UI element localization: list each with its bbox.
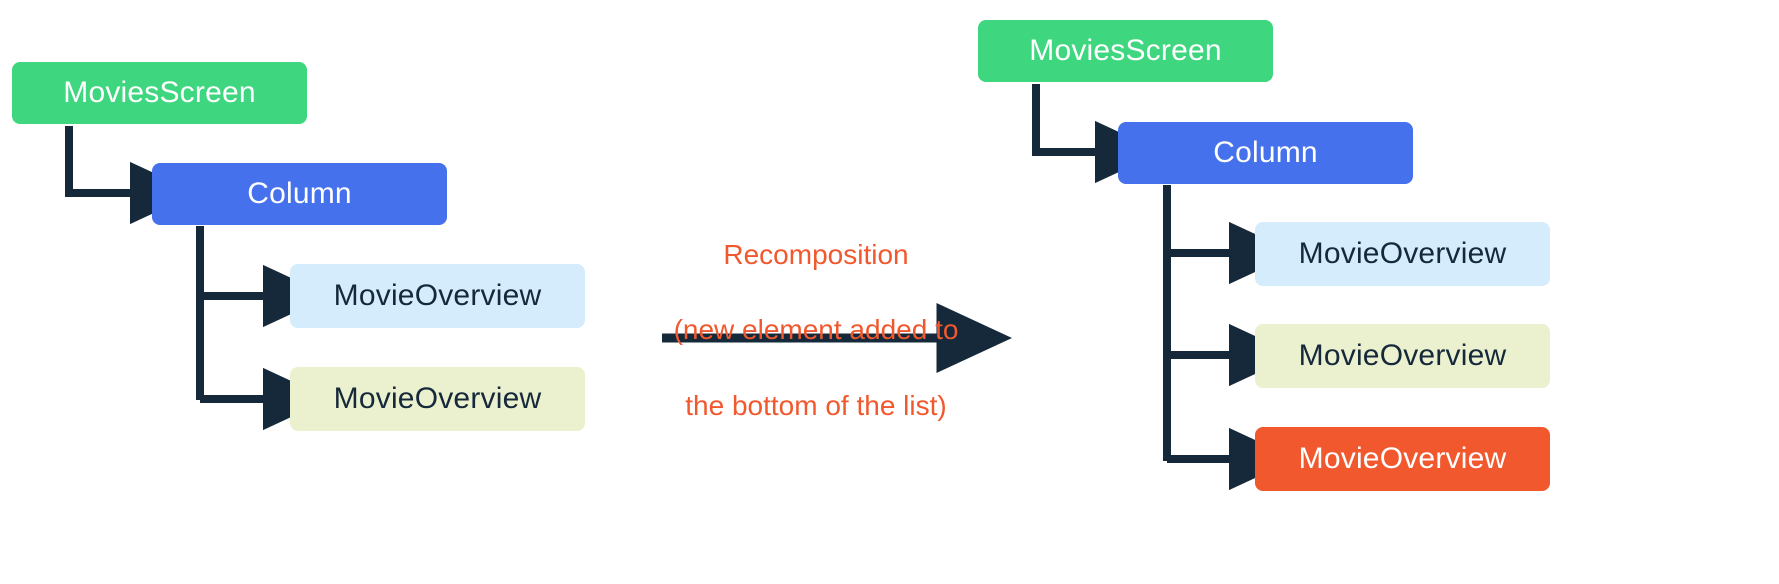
left-node-movies-screen-label: MoviesScreen (63, 76, 256, 109)
right-edge-root-to-column (1032, 84, 1162, 184)
right-node-movie-overview-1-label: MovieOverview (1298, 237, 1507, 270)
left-edge-root-to-column (65, 126, 197, 225)
recomposition-caption-line-3: the bottom of the list) (685, 389, 947, 421)
right-node-movie-overview-2[interactable]: MovieOverview (1255, 324, 1550, 388)
left-node-column[interactable]: Column (152, 163, 447, 225)
right-node-column-label: Column (1213, 136, 1318, 169)
left-node-movie-overview-1[interactable]: MovieOverview (290, 264, 585, 328)
right-node-movie-overview-1[interactable]: MovieOverview (1255, 222, 1550, 286)
left-node-movie-overview-2-label: MovieOverview (333, 382, 542, 415)
right-node-movies-screen[interactable]: MoviesScreen (978, 20, 1273, 82)
left-node-column-label: Column (247, 177, 352, 210)
left-node-movie-overview-2[interactable]: MovieOverview (290, 367, 585, 431)
left-node-movies-screen[interactable]: MoviesScreen (12, 62, 307, 124)
recomposition-caption-line-2: (new element added to (673, 314, 959, 346)
left-node-movie-overview-1-label: MovieOverview (333, 279, 542, 312)
recomposition-caption: Recomposition (new element added to the … (648, 198, 984, 463)
right-node-movie-overview-2-label: MovieOverview (1298, 339, 1507, 372)
right-node-movie-overview-3-new[interactable]: MovieOverview (1255, 427, 1550, 491)
recomposition-caption-line-1: Recomposition (723, 238, 909, 270)
right-node-movie-overview-3-label: MovieOverview (1298, 442, 1507, 475)
right-node-movies-screen-label: MoviesScreen (1029, 34, 1222, 67)
right-node-column[interactable]: Column (1118, 122, 1413, 184)
